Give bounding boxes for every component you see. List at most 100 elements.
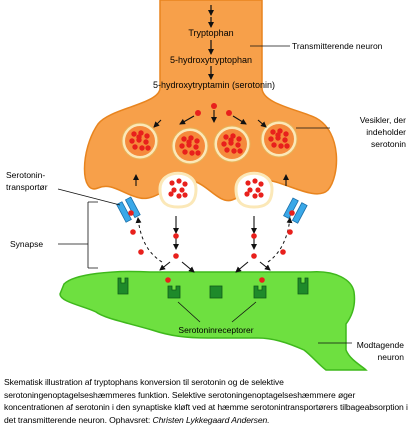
serotonin-dot	[144, 133, 150, 139]
serotonin-dot	[179, 187, 185, 193]
serotonin-dot	[289, 210, 295, 216]
serotonin-dot	[182, 149, 188, 155]
serotonin-dot	[228, 137, 234, 143]
serotonin-dot	[284, 143, 290, 149]
diffusion-arrow	[181, 261, 195, 273]
reuptake-path-right	[267, 217, 293, 263]
serotonin-dot	[244, 191, 250, 197]
serotonin-receptor-4	[253, 285, 267, 299]
serotonin-dot	[211, 103, 217, 109]
serotonin-receptor-5	[297, 277, 309, 295]
reuptake-path-left	[135, 217, 163, 263]
serotonin-dot	[193, 144, 199, 150]
serotonin-dot	[236, 136, 242, 142]
serotonin-dot	[221, 141, 227, 147]
serotonin-dot	[189, 150, 195, 156]
serotonin-dot	[181, 136, 187, 142]
serotonin-receptor-2	[167, 285, 181, 299]
postsynaptic-label-line-1: Modtagende	[357, 340, 405, 350]
serotonin-dot	[176, 178, 182, 184]
serotonin-dot	[173, 253, 179, 259]
serotonin-dot	[259, 277, 265, 283]
serotonin-dot	[255, 187, 261, 193]
caption-text: Skematisk illustration af tryptophans ko…	[4, 377, 408, 425]
transporter-label-line-2: transportør	[6, 182, 48, 192]
receptor-leader-left	[177, 301, 201, 323]
serotonin-dot	[252, 193, 258, 199]
serotonin-dot	[278, 143, 284, 149]
serotonin-dot	[230, 133, 236, 139]
transporter-label-line-1: Serotonin-	[6, 170, 45, 180]
serotonin-dot	[226, 110, 232, 116]
serotonin-dot	[128, 210, 134, 216]
serotonin-dot	[282, 137, 288, 143]
serotonin-dot	[268, 136, 274, 142]
serotonin-dot	[132, 144, 138, 150]
serotonin-dot	[169, 180, 175, 186]
serotonin-dot	[179, 143, 185, 149]
serotonin-dot	[194, 138, 200, 144]
pathway-step-5htp: 5-hydroxytryptophan	[170, 55, 252, 65]
receptor-label: Serotoninreceptorer	[178, 325, 253, 335]
figure-caption: Skematisk illustration af tryptophans ko…	[4, 376, 408, 426]
serotonin-dot	[131, 131, 137, 137]
vesicle-load-arrow	[257, 119, 267, 128]
serotonin-dot	[258, 181, 264, 187]
pathway-step-serotonin: 5-hydroxytryptamin (serotonin)	[153, 80, 275, 90]
vesicle-label-line-1: Vesikler, der	[360, 115, 406, 125]
serotonin-dot	[251, 233, 257, 239]
serotonin-dot	[270, 129, 276, 135]
postsynaptic-label-line-2: neuron	[378, 352, 405, 362]
serotonin-dot	[247, 187, 253, 193]
serotonin-dot	[129, 138, 135, 144]
vesicle-fusing-2	[234, 171, 274, 209]
serotonin-dot	[138, 130, 144, 136]
serotonin-dot	[258, 192, 264, 198]
serotonin-dot	[182, 192, 188, 198]
serotonin-dot	[231, 148, 237, 154]
postsynaptic-neuron	[59, 270, 368, 371]
serotonin-dot	[271, 142, 277, 148]
serotonin-dot	[165, 277, 171, 283]
serotonin-dot	[186, 139, 192, 145]
serotonin-dot	[224, 147, 230, 153]
serotonin-receptor-3	[209, 285, 223, 299]
serotonin-transporter-left	[116, 196, 141, 223]
serotonin-dot	[235, 142, 241, 148]
vesicle-label-line-3: serotonin	[371, 139, 406, 149]
serotonin-dot	[277, 128, 283, 134]
serotonin-dot	[143, 139, 149, 145]
serotonin-dot	[130, 229, 136, 235]
synapse-label: Synapse	[10, 239, 43, 249]
transporter-label-leader	[57, 188, 121, 206]
vesicle-load-arrow	[232, 115, 247, 125]
serotonin-dot	[168, 191, 174, 197]
receptor-leader-right	[231, 301, 257, 323]
serotonin-dot	[283, 131, 289, 137]
serotonin-dot	[280, 249, 286, 255]
caption-author: Christen Lykkegaard Andersen.	[152, 414, 270, 425]
serotonin-dot	[251, 253, 257, 259]
serotonin-dot	[171, 187, 177, 193]
diffusion-arrow	[235, 261, 249, 273]
diffusion-arrow	[259, 261, 271, 271]
serotonin-dot	[237, 148, 243, 154]
serotonin-dot	[195, 150, 201, 156]
serotonin-dot	[223, 134, 229, 140]
presynaptic-label: Transmitterende neuron	[292, 41, 383, 51]
serotonin-dot	[245, 180, 251, 186]
vesicle-fusing-1	[158, 171, 198, 209]
serotonin-dot	[287, 229, 293, 235]
vesicle-load-arrow	[153, 119, 162, 128]
serotonin-dot	[182, 181, 188, 187]
serotonin-receptor-1	[117, 277, 129, 295]
serotonin-dot	[176, 193, 182, 199]
serotonin-transporter-right	[283, 197, 308, 224]
serotonin-dot	[195, 110, 201, 116]
serotonin-dot	[275, 132, 281, 138]
serotonin-dot	[173, 233, 179, 239]
pathway-step-tryptophan: Tryptophan	[188, 28, 233, 38]
serotonin-dot	[139, 145, 145, 151]
